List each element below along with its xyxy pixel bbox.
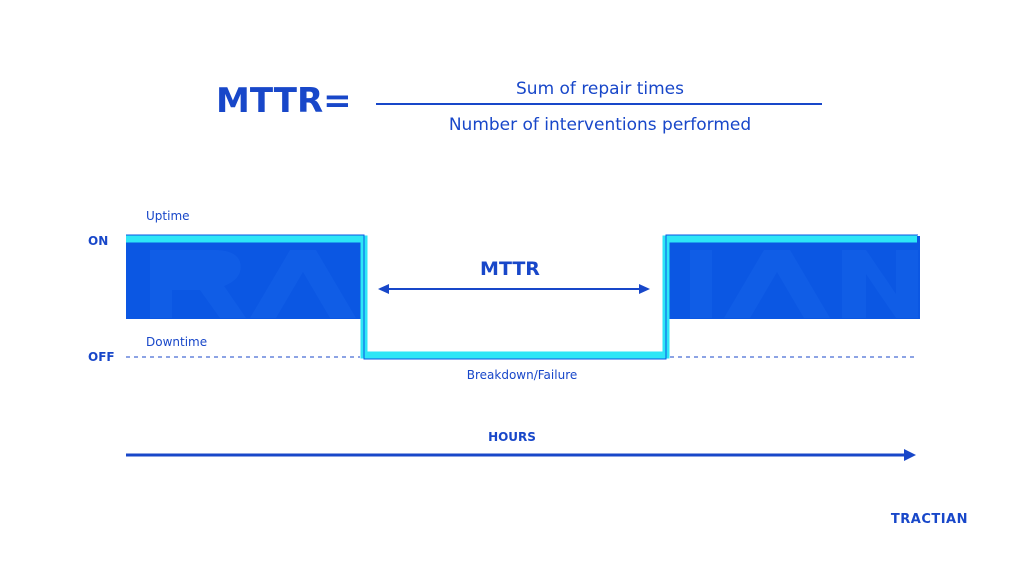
hours-label: HOURS bbox=[488, 430, 536, 444]
on-label: ON bbox=[88, 234, 108, 248]
mttr-arrow-right-head bbox=[639, 284, 650, 294]
state-outline-edge bbox=[126, 234, 918, 360]
hours-axis-arrowhead bbox=[904, 449, 916, 461]
state-outline bbox=[126, 235, 917, 359]
failure-label: Breakdown/Failure bbox=[467, 368, 578, 382]
formula-numerator: Sum of repair times bbox=[516, 79, 684, 99]
formula-lhs: MTTR= bbox=[216, 81, 352, 121]
tractian-logo: TRACTIAN bbox=[890, 512, 968, 527]
off-label: OFF bbox=[88, 350, 115, 364]
formula-denominator: Number of interventions performed bbox=[449, 115, 751, 135]
uptime-block-right bbox=[666, 236, 920, 319]
mttr-label: MTTR bbox=[480, 258, 540, 280]
watermark bbox=[150, 250, 918, 318]
mttr-arrow-left-head bbox=[378, 284, 389, 294]
uptime-block-left bbox=[126, 236, 362, 319]
uptime-label: Uptime bbox=[146, 209, 190, 223]
downtime-label: Downtime bbox=[146, 335, 207, 349]
